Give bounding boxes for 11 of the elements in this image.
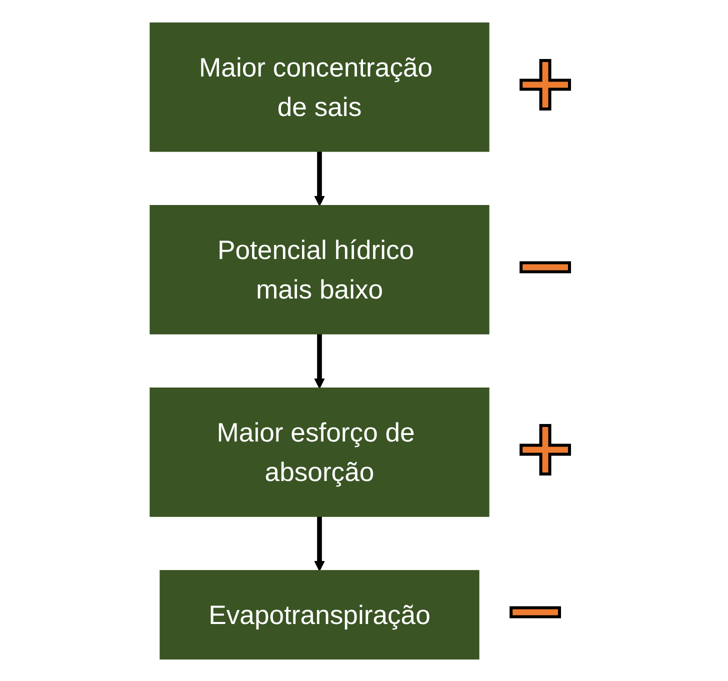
- sign-symbol: −: [512, 220, 578, 310]
- arrow: [314, 150, 325, 206]
- arrow: [314, 333, 325, 388]
- process-box: Potencial hídrico mais baixo: [150, 204, 490, 334]
- arrow: [314, 516, 325, 571]
- process-box: Evapotranspiração: [160, 570, 480, 660]
- process-box: Maior esforço de absorção: [150, 387, 490, 516]
- sign-symbol: +: [512, 402, 578, 492]
- sign-symbol: +: [512, 37, 578, 128]
- process-box: Maior concentração de sais: [150, 22, 490, 152]
- sign-symbol: −: [502, 565, 568, 656]
